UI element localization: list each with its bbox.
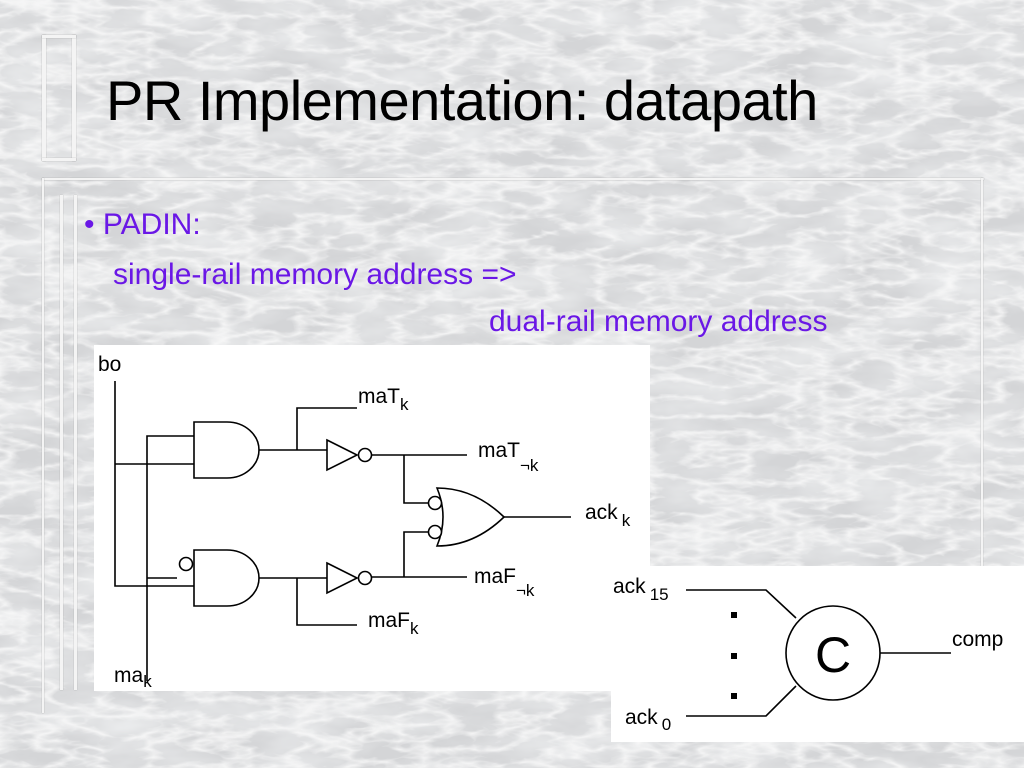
maF-k-sub: k — [410, 619, 419, 638]
bullet-marker: • — [84, 208, 95, 241]
wires — [114, 381, 571, 681]
frame-body-bar — [60, 195, 63, 690]
maT-notk-label: maT¬k — [478, 439, 539, 475]
bo-label: bo — [98, 353, 121, 376]
ma-k-base: ma — [114, 664, 143, 687]
bullet-heading: • PADIN: — [84, 208, 201, 242]
inverter-bottom — [326, 561, 373, 595]
bullet-heading-text: PADIN: — [102, 208, 201, 241]
ack0-sub: 0 — [662, 715, 671, 734]
slide-title: PR Implementation: datapath — [106, 69, 818, 132]
maF-k-base: maF — [368, 609, 410, 632]
ack-k-sub: k — [622, 511, 631, 530]
ma-k-label: mak — [114, 664, 152, 691]
input-wires — [686, 589, 797, 717]
and-gate-top — [193, 421, 260, 479]
maT-k-sub: k — [400, 395, 409, 414]
frame-body-bar — [42, 178, 984, 180]
comp-label: comp — [952, 628, 1003, 651]
frame-title-bar — [42, 35, 76, 38]
ack-k-base: ack — [585, 501, 618, 524]
maF-notk-sub: ¬k — [516, 581, 535, 600]
ack15-sub: 15 — [650, 585, 669, 604]
and-gate-bottom — [178, 549, 260, 607]
maF-k-label: maFk — [368, 609, 419, 638]
ack15-base: ack — [613, 575, 646, 598]
bullet-line-2: dual-rail memory address — [489, 305, 828, 338]
maT-k-label: maTk — [358, 385, 409, 414]
bullet-line-1: single-rail memory address => — [113, 258, 517, 291]
frame-body-bar — [42, 178, 44, 713]
c-gate-label: C — [815, 627, 851, 683]
maT-k-base: maT — [358, 385, 400, 408]
or-gate — [427, 487, 506, 547]
inverter-top — [326, 438, 373, 472]
frame-body-bar — [74, 195, 77, 690]
maT-notk-sub: ¬k — [520, 456, 539, 475]
frame-title-bar — [42, 158, 76, 161]
ack0-base: ack — [625, 706, 658, 729]
frame-title-bar — [72, 35, 76, 161]
maT-notk-base: maT — [478, 439, 520, 462]
maF-notk-label: maF¬k — [474, 565, 535, 600]
frame-body-bar — [981, 178, 983, 573]
ellipsis-dots — [731, 612, 737, 699]
ma-k-sub: k — [143, 672, 152, 691]
frame-title-bar — [42, 35, 46, 161]
maF-notk-base: maF — [474, 565, 516, 588]
